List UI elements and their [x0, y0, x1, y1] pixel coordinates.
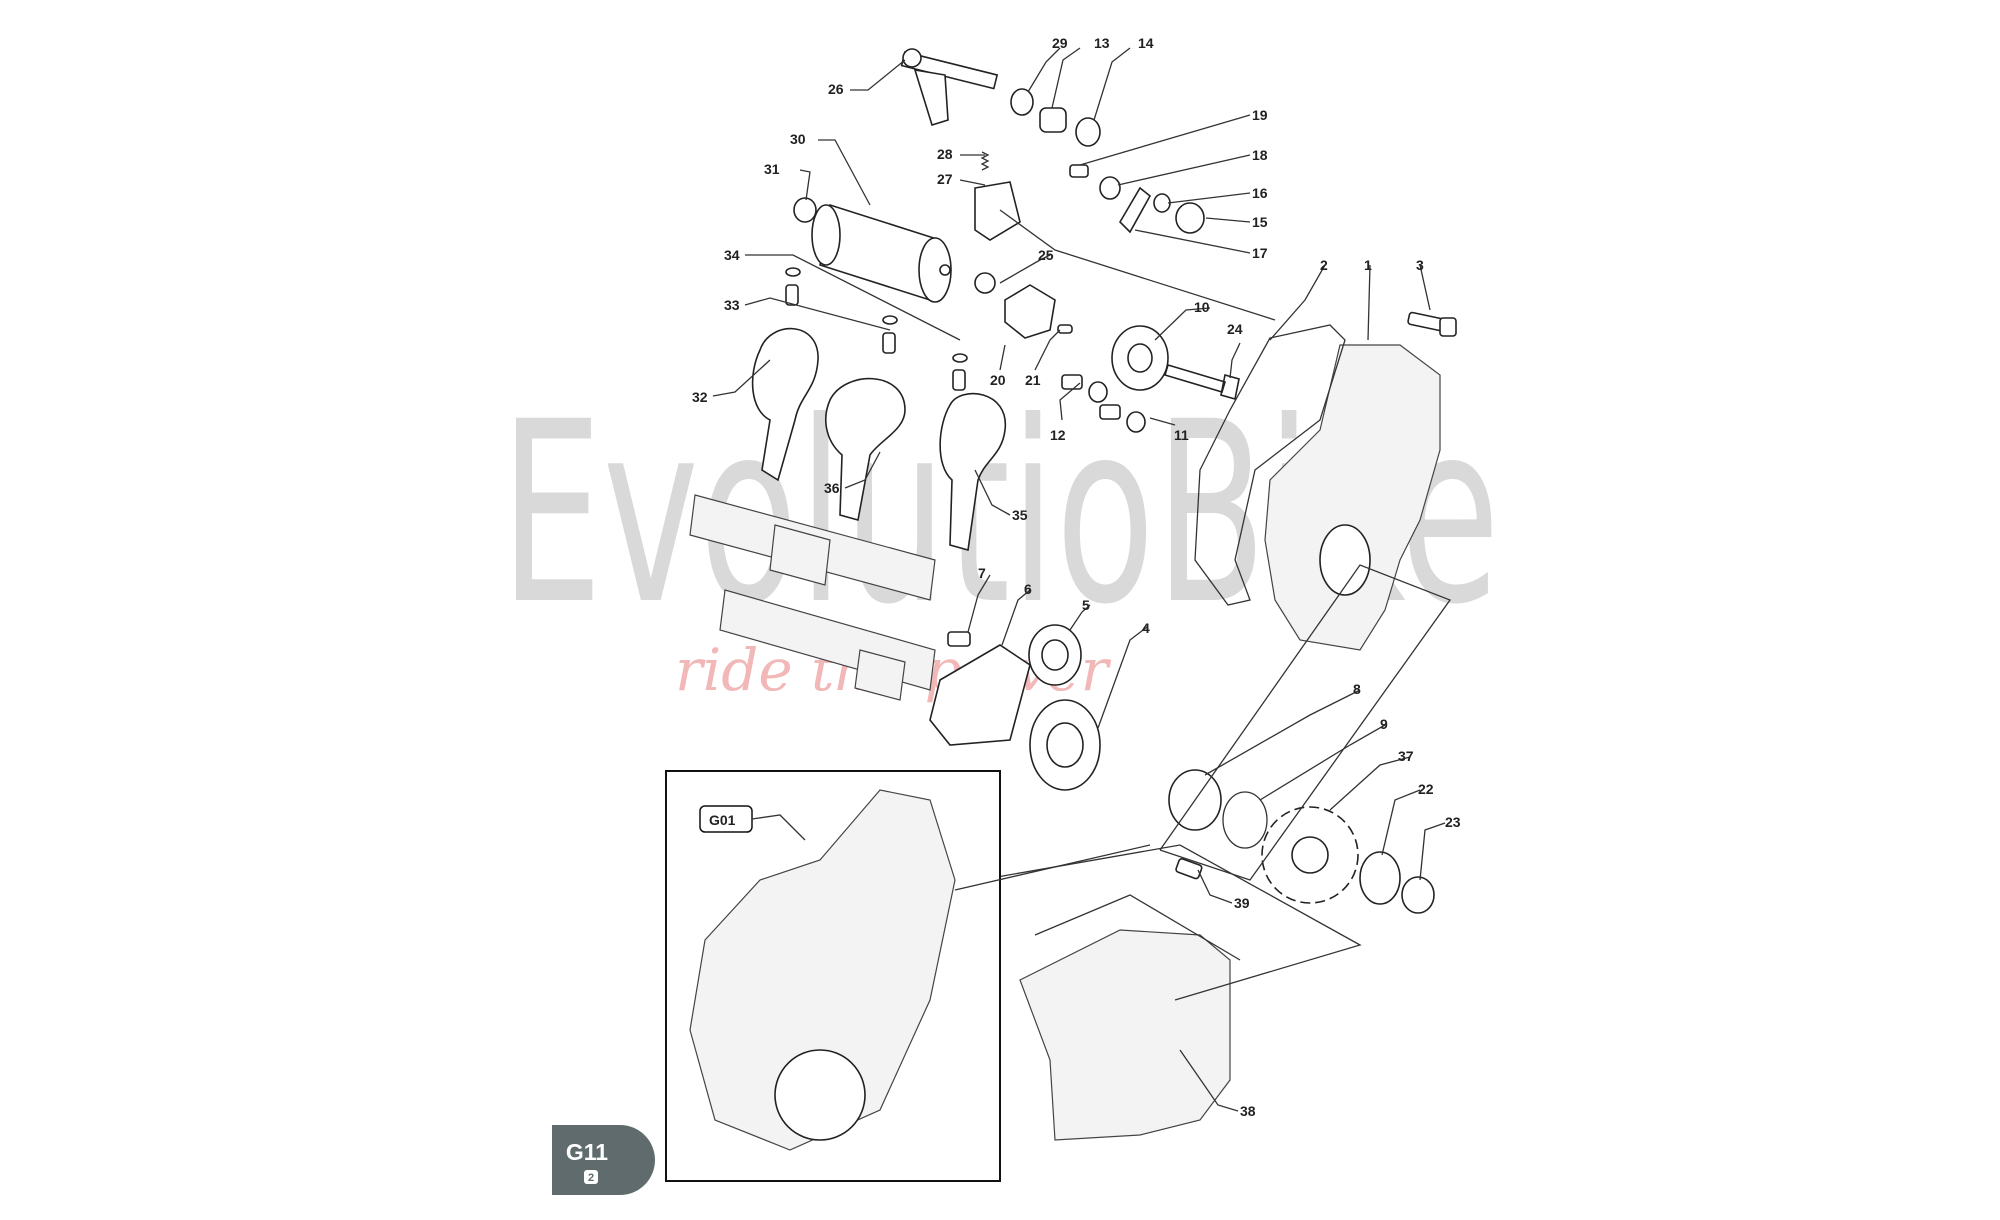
callout-12: 12 — [1050, 427, 1066, 443]
part-38-sprocket-cover — [1019, 929, 1231, 1141]
part-33-pin-a — [785, 284, 799, 306]
page-badge-sub-box — [584, 1170, 598, 1184]
part-23-nut — [1401, 876, 1435, 914]
callout-14: 14 — [1138, 35, 1154, 51]
part-32-fork — [751, 327, 819, 482]
callout-7: 7 — [978, 565, 986, 581]
part-31-bearing — [793, 197, 817, 223]
part-2-gasket — [1194, 324, 1346, 606]
part-13-bush — [1039, 107, 1067, 133]
callout-13: 13 — [1094, 35, 1110, 51]
part-37-sprocket — [1261, 806, 1359, 904]
callout-26: 26 — [828, 81, 844, 97]
inset-g01: G01 — [665, 770, 1151, 1182]
callout-numbers: 29 13 14 26 19 30 28 18 31 27 16 15 17 3… — [692, 35, 1461, 1119]
callout-27: 27 — [937, 171, 953, 187]
callout-10: 10 — [1194, 299, 1210, 315]
part-26-shift-shaft — [900, 48, 999, 127]
callout-15: 15 — [1252, 214, 1268, 230]
callout-23: 23 — [1445, 814, 1461, 830]
callout-34: 34 — [724, 247, 740, 263]
inset-label: G01 — [709, 812, 736, 828]
inset-engine-cover — [689, 789, 956, 1151]
callout-31: 31 — [764, 161, 780, 177]
callout-22: 22 — [1418, 781, 1434, 797]
part-12-washer — [1088, 381, 1108, 403]
callout-25: 25 — [1038, 247, 1054, 263]
part-9-circlip — [1222, 791, 1268, 849]
part-19-bolt — [1069, 164, 1089, 178]
part-29-spring — [1010, 88, 1034, 116]
callout-6: 6 — [1024, 581, 1032, 597]
leader-lines — [712, 47, 1452, 1112]
part-15-nut — [1175, 202, 1205, 234]
callout-16: 16 — [1252, 185, 1268, 201]
callout-24: 24 — [1227, 321, 1243, 337]
part-18-washer — [1099, 176, 1121, 200]
inset-cover-bore — [774, 1049, 866, 1141]
callout-3: 3 — [1416, 257, 1424, 273]
callout-29: 29 — [1052, 35, 1068, 51]
part-12-bolt — [1061, 374, 1083, 390]
part-1-bore — [1319, 524, 1371, 596]
parts — [689, 48, 1457, 1141]
part-28-spring — [980, 151, 990, 171]
callout-35: 35 — [1012, 507, 1028, 523]
part-6-retaining-plate — [929, 644, 1031, 746]
callout-32: 32 — [692, 389, 708, 405]
callout-38: 38 — [1240, 1103, 1256, 1119]
part-21-pin — [1057, 324, 1073, 334]
callout-28: 28 — [937, 146, 953, 162]
part-24-bolt — [1164, 364, 1240, 401]
part-3-bolt — [1407, 311, 1457, 337]
part-10-bearing — [1111, 325, 1169, 391]
callout-33: 33 — [724, 297, 740, 313]
callout-39: 39 — [1234, 895, 1250, 911]
part-16-washer — [1153, 193, 1171, 213]
callout-19: 19 — [1252, 107, 1268, 123]
callout-5: 5 — [1082, 597, 1090, 613]
gear-shafts — [689, 494, 936, 701]
part-11-washer — [1126, 411, 1146, 433]
callout-30: 30 — [790, 131, 806, 147]
part-20-star — [1004, 284, 1056, 339]
callout-17: 17 — [1252, 245, 1268, 261]
part-27-selector — [974, 181, 1021, 241]
part-4-bearing — [1029, 699, 1101, 791]
callout-37: 37 — [1398, 748, 1414, 764]
part-7-screw — [947, 631, 971, 647]
part-34-ring-c — [952, 353, 968, 363]
callout-8: 8 — [1353, 681, 1361, 697]
page-badge-sub: 2 — [588, 1172, 594, 1184]
callout-4: 4 — [1142, 620, 1150, 636]
part-30-selector-drum — [811, 203, 952, 303]
part-11-bolt — [1099, 404, 1121, 420]
page-badge: G11 2 — [552, 1125, 655, 1195]
callout-20: 20 — [990, 372, 1006, 388]
callout-1: 1 — [1364, 257, 1372, 273]
callout-21: 21 — [1025, 372, 1041, 388]
part-25-washer — [974, 272, 996, 294]
part-36-fork — [824, 377, 906, 522]
callout-11: 11 — [1174, 427, 1189, 443]
callout-18: 18 — [1252, 147, 1268, 163]
callout-36: 36 — [824, 480, 840, 496]
part-39-screw — [1175, 858, 1203, 880]
part-34-ring-b — [882, 315, 898, 325]
part-5-needle-bearing — [1028, 624, 1082, 686]
part-34-ring-a — [785, 267, 801, 277]
part-1-gearbox-cover — [1264, 344, 1441, 651]
part-14-ring — [1075, 117, 1101, 147]
callout-2: 2 — [1320, 257, 1328, 273]
part-33-pin-b — [882, 332, 896, 354]
part-22-washer — [1359, 851, 1401, 905]
page-badge-code: G11 — [566, 1139, 608, 1165]
part-16-lever — [1118, 186, 1152, 234]
part-35-fork — [939, 392, 1006, 552]
part-33-pin-c — [952, 369, 966, 391]
callout-9: 9 — [1380, 716, 1388, 732]
